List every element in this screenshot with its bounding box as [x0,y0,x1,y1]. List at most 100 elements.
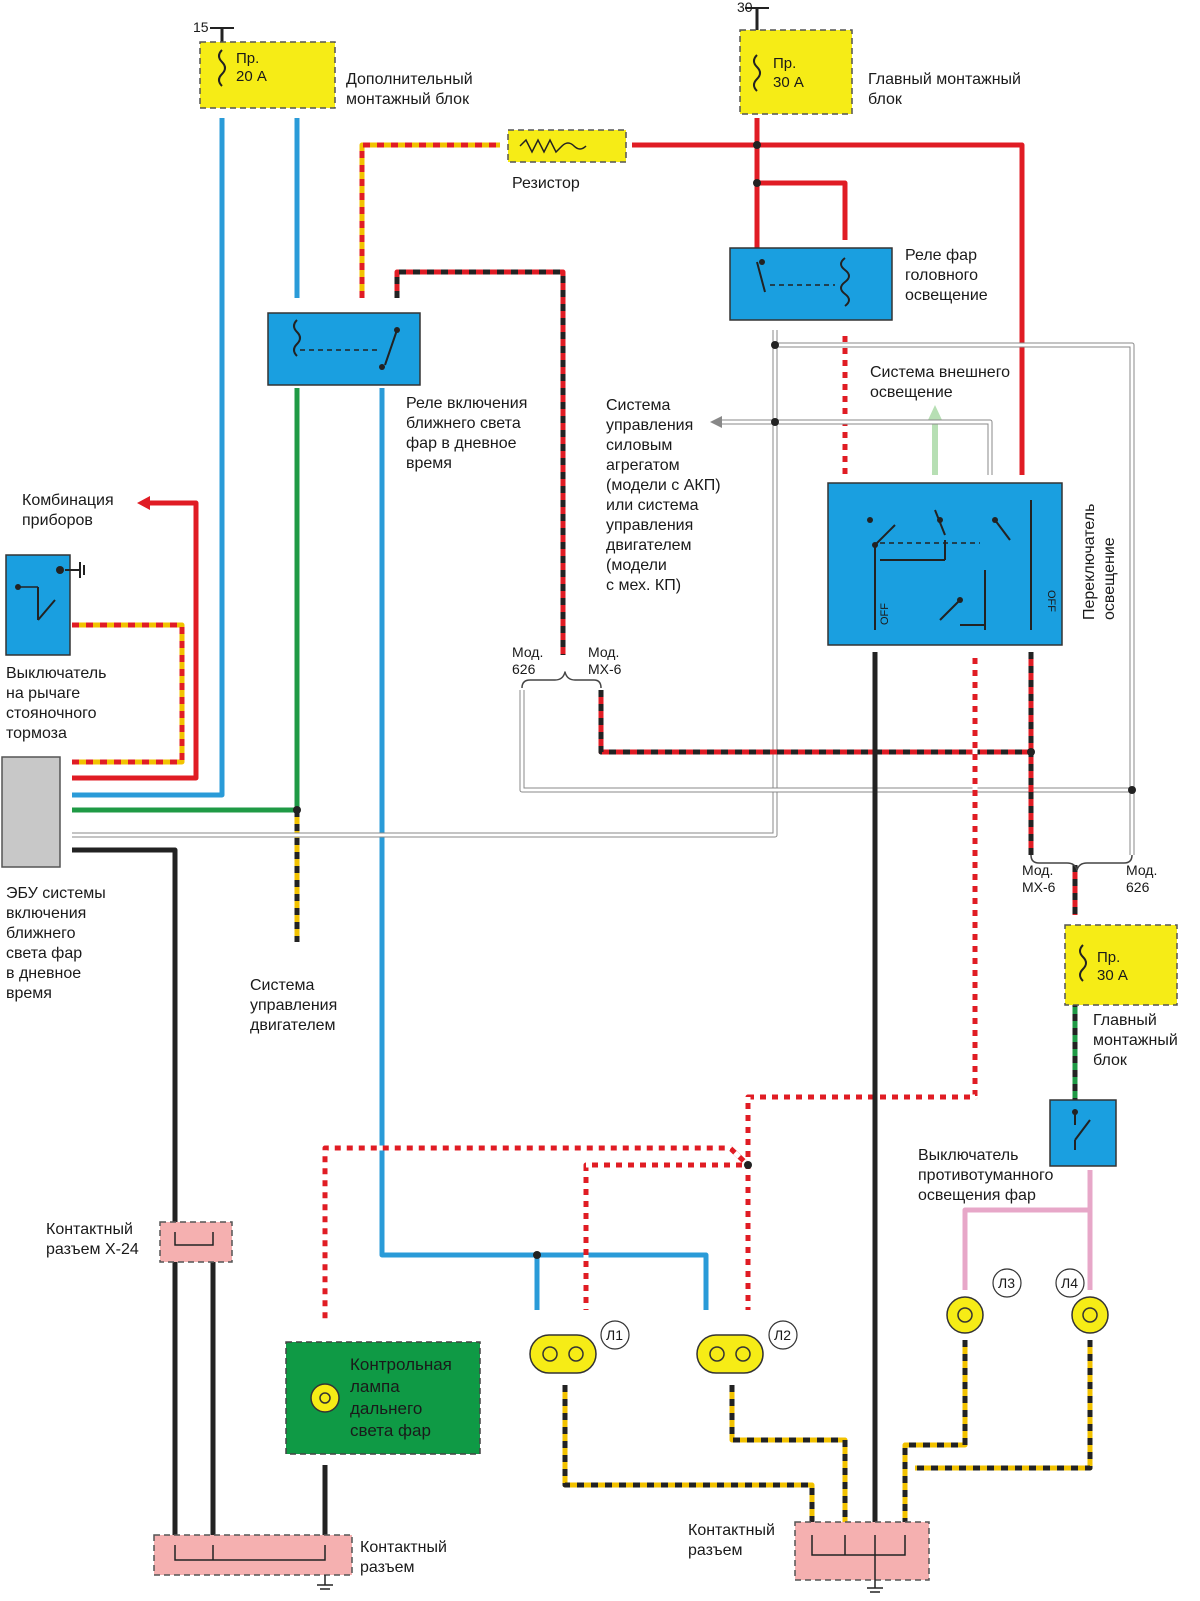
wire-pink-fog [962,1170,1093,1290]
wire-blue-drl-to-lamps [379,388,709,1310]
connector-right [794,1521,930,1593]
lamp-l3-label: Л3 [998,1275,1015,1291]
wire-red-black-mx6 [598,652,1034,855]
modmx6-b-1: Мод. [1022,862,1053,878]
connector-x24 [159,1221,233,1263]
resistor-label: Резистор [512,175,580,192]
lamp-l1-label: Л1 [606,1327,623,1343]
powertrain-2: управления [606,417,693,434]
model-brace-top [521,671,602,689]
aux-block-label-1: Дополнительный [346,71,473,88]
parking-switch [5,554,85,656]
light-switch: OFF OFF [827,482,1063,646]
aux-block-label-2: монтажный блок [346,91,470,108]
drl-relay-3: фар в дневное [406,435,517,452]
cluster-2: приборов [22,512,93,529]
aux-fuse-label-1: Пр. [236,50,259,67]
fog-switch-2: противотуманного [918,1167,1054,1184]
parking-switch-4: тормоза [6,725,67,742]
main-fuse-top-label-2: 30 А [773,74,804,91]
cluster-1: Комбинация [22,492,114,509]
wire-blue-left [72,118,225,798]
ecu-2: включения [6,905,86,922]
text-labels: 15 30 Дополнительный монтажный блок Глав… [6,0,1178,1576]
wire-red-yellow-parking [72,622,185,765]
connector-x24-2: разъем Х-24 [46,1241,139,1258]
ecu-box [1,756,61,868]
fog-fuse-label-1: Пр. [1097,949,1120,966]
fog-switch-3: освещения фар [918,1187,1036,1204]
wires [72,7,1135,1535]
main-fuse-block-top: Пр. 30 А [739,29,853,115]
warning-lamp-2: лампа [350,1377,400,1396]
modmx6-a-1: Мод. [588,644,619,660]
engine-ctrl-1: Система [250,977,315,994]
junctions [293,141,1136,1259]
ecu-6: время [6,985,52,1002]
headlight-relay-3: освещение [905,287,988,304]
terminal-15: 15 [193,19,209,35]
wire-white-relay-down [72,330,1135,855]
wire-black-ecu-x24 [72,847,216,1535]
lamp-l3 [946,1296,984,1334]
lamp-l1 [529,1334,597,1374]
warning-lamp-box [285,1341,481,1455]
lamp-l4-label: Л4 [1061,1275,1078,1291]
headlight-relay-2: головного [905,267,978,284]
resistor [507,129,627,163]
warning-lamp-4: света фар [350,1421,431,1440]
main-fuse-top-label-1: Пр. [773,55,796,72]
wire-red-cluster [72,496,199,781]
powertrain-3: силовым [606,437,672,454]
ecu-5: в дневное [6,965,81,982]
powertrain-7: управления [606,517,693,534]
wire-terminals [210,7,769,45]
headlight-relay-1: Реле фар [905,247,977,264]
headlight-relay [729,247,893,321]
wire-red-yellow-resistor-drl [359,142,500,298]
connector-right-1: Контактный [688,1522,775,1539]
ecu-3: ближнего [6,925,76,942]
drl-relay-1: Реле включения [406,395,527,412]
model-brace-bottom [1030,854,1133,871]
modmx6-a-2: МХ-6 [588,661,622,677]
powertrain-8: двигателем [606,537,692,554]
lamp-l2-label: Л2 [774,1327,791,1343]
wire-lightgreen-ext [928,405,942,475]
drl-relay [267,312,421,386]
connector-left [153,1534,353,1590]
fog-switch-1: Выключатель [918,1147,1018,1164]
mod626-a-1: Мод. [512,644,543,660]
ecu-4: света фар [6,945,82,962]
parking-switch-3: стояночного [6,705,97,722]
fog-fuse-label-2: 30 А [1097,967,1128,984]
main-block-fog-2: монтажный [1093,1032,1178,1049]
main-block-fog-1: Главный [1093,1012,1157,1029]
powertrain-1: Система [606,397,671,414]
wire-white-powertrain [710,416,993,475]
mod626-b-2: 626 [1126,879,1150,895]
drl-relay-2: ближнего света [406,415,521,432]
aux-fuse-block: Пр. 20 А [199,41,336,109]
powertrain-6: или система [606,497,699,514]
fog-switch [1049,1099,1117,1167]
off-label-a: OFF [879,603,891,625]
warning-lamp-1: Контрольная [350,1355,452,1374]
aux-fuse-label-2: 20 А [236,68,267,85]
powertrain-9: (модели [606,557,667,574]
connector-x24-1: Контактный [46,1221,133,1238]
wire-red-black-drl [394,269,566,655]
connector-right-2: разъем [688,1542,743,1559]
lamp-l4 [1071,1296,1109,1334]
light-switch-2: освещение [1101,537,1118,620]
wire-red-white-switch-lamps [322,652,978,1322]
main-block-top-2: блок [868,91,903,108]
connector-left-1: Контактный [360,1539,447,1556]
powertrain-10: с мех. КП) [606,577,681,594]
drl-relay-4: время [406,455,452,472]
light-switch-1: Переключатель [1081,504,1098,620]
mod626-b-1: Мод. [1126,862,1157,878]
connector-left-2: разъем [360,1559,415,1576]
